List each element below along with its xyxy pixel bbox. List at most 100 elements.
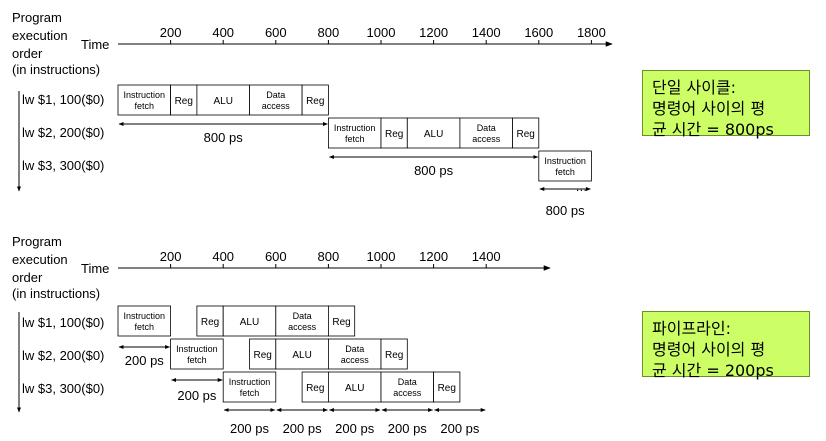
pipeline-stage-fetch — [222, 371, 277, 403]
pipeline-tick-label: 800 — [318, 249, 340, 264]
single-interval-label: 800 ps — [546, 203, 586, 218]
pipeline-stage-label: access — [288, 322, 317, 332]
single-time-label: Time — [81, 37, 109, 52]
single-interval-label: 800 ps — [204, 130, 244, 145]
pipeline-stage-alu — [275, 338, 329, 370]
pipeline-order-label-1: Program — [12, 234, 62, 249]
pipeline-stage-fetch — [117, 305, 171, 337]
pipeline-note-line-1: 파이프라인: — [652, 319, 731, 338]
single-stage-label: Instruction — [544, 156, 586, 166]
single-stage-label: ALU — [213, 96, 232, 107]
pipeline-stage-reg — [301, 371, 329, 403]
pipeline-stage-fetch — [170, 338, 224, 370]
single-instruction-label: lw $1, 100($0) — [22, 92, 104, 107]
pipeline-note-line-2: 명령어 사이의 평 — [652, 340, 766, 359]
pipeline-tick-label: 200 — [160, 249, 182, 264]
single-stage-reg — [301, 84, 329, 116]
single-cycle-note-line-1: 단일 사이클: — [652, 78, 737, 97]
single-stage-fetch — [538, 150, 592, 182]
pipeline-interval-label: 200 ps — [125, 353, 165, 368]
pipeline-stage-label: fetch — [135, 322, 155, 332]
pipeline-stage-data — [327, 338, 382, 370]
single-tick-label: 400 — [212, 25, 234, 40]
single-stage-label: Instruction — [124, 90, 166, 100]
pipeline-stage-label: Reg — [201, 317, 219, 328]
single-stage-label: access — [472, 134, 501, 144]
pipeline-stage-reg — [249, 338, 277, 370]
pipeline-stage-label: Data — [398, 377, 417, 387]
single-stage-fetch — [327, 117, 382, 149]
single-interval-label: 800 ps — [414, 163, 454, 178]
single-tick-label: 1600 — [524, 25, 553, 40]
pipeline-interval-label: 200 ps — [388, 421, 428, 436]
single-stage-label: Reg — [306, 96, 324, 107]
single-stage-label: access — [262, 101, 291, 111]
pipeline-instruction-label: lw $2, 200($0) — [22, 348, 104, 363]
pipeline-stage-label: Reg — [332, 317, 350, 328]
pipeline-note: 파이프라인: 명령어 사이의 평 균 시간 = 200ps — [642, 311, 810, 380]
pipeline-tick-label: 1000 — [367, 249, 396, 264]
single-stage-label: fetch — [135, 101, 155, 111]
pipeline-stage-label: Data — [345, 344, 364, 354]
single-tick-label: 1000 — [367, 25, 396, 40]
pipeline-stage-label: fetch — [187, 355, 207, 365]
pipeline-interval-label: 200 ps — [230, 421, 270, 436]
pipeline-note-line-3: 균 시간 = 200ps — [652, 361, 774, 380]
single-tick-label: 200 — [160, 25, 182, 40]
pipeline-interval-label: 200 ps — [440, 421, 480, 436]
pipeline-stage-label: ALU — [292, 350, 311, 361]
pipeline-stage-label: access — [393, 388, 422, 398]
pipeline-stage-reg — [327, 305, 356, 337]
single-stage-label: fetch — [555, 167, 575, 177]
single-stage-label: fetch — [345, 134, 365, 144]
pipeline-stage-label: access — [341, 355, 370, 365]
pipeline-stage-reg — [380, 338, 408, 370]
single-stage-label: Instruction — [334, 123, 376, 133]
single-stage-reg — [170, 84, 198, 116]
single-cycle-note-line-2: 명령어 사이의 평 — [652, 99, 766, 118]
pipeline-stage-reg — [196, 305, 224, 337]
single-stage-data — [249, 84, 303, 116]
single-order-label-4: (in instructions) — [12, 62, 100, 77]
single-stage-data — [459, 117, 513, 149]
pipeline-stage-label: Reg — [385, 350, 403, 361]
single-instruction-label: lw $2, 200($0) — [22, 125, 104, 140]
single-tick-label: 600 — [265, 25, 287, 40]
pipeline-interval-label: 200 ps — [177, 388, 217, 403]
single-order-label-1: Program — [12, 10, 62, 25]
single-stage-label: Reg — [175, 96, 193, 107]
pipeline-stage-label: Reg — [306, 383, 324, 394]
pipeline-stage-label: fetch — [240, 388, 260, 398]
pipeline-stage-reg — [433, 371, 461, 403]
single-order-label-3: order — [12, 46, 43, 61]
pipeline-stage-alu — [222, 305, 277, 337]
pipeline-stage-label: Instruction — [176, 344, 218, 354]
pipeline-order-label-3: order — [12, 270, 43, 285]
pipeline-time-label: Time — [81, 261, 109, 276]
pipeline-stage-label: Instruction — [229, 377, 271, 387]
pipeline-stage-label: Data — [293, 311, 312, 321]
single-stage-label: Data — [477, 123, 496, 133]
pipeline-tick-label: 1400 — [472, 249, 501, 264]
single-order-label-2: execution — [12, 28, 68, 43]
single-stage-label: Reg — [385, 129, 403, 140]
pipeline-stage-data — [275, 305, 329, 337]
single-instruction-label: lw $3, 300($0) — [22, 158, 104, 173]
single-diagram: Program execution order(in instructions) Ti… — [12, 10, 613, 218]
single-cycle-note: 단일 사이클: 명령어 사이의 평 균 시간 = 800ps — [642, 70, 810, 139]
pipeline-interval-label: 200 ps — [335, 421, 375, 436]
pipeline-stage-alu — [327, 371, 382, 403]
pipeline-stage-label: Reg — [438, 383, 456, 394]
single-stage-label: Data — [266, 90, 285, 100]
pipeline-tick-label: 400 — [212, 249, 234, 264]
single-continuation: … — [575, 180, 587, 194]
pipeline-stage-label: ALU — [345, 383, 364, 394]
pipeline-instruction-label: lw $3, 300($0) — [22, 381, 104, 396]
pipeline-stage-label: ALU — [240, 317, 259, 328]
pipeline-stage-label: Instruction — [124, 311, 166, 321]
single-stage-label: Reg — [516, 129, 534, 140]
single-tick-label: 1800 — [577, 25, 606, 40]
pipeline-stage-data — [380, 371, 434, 403]
